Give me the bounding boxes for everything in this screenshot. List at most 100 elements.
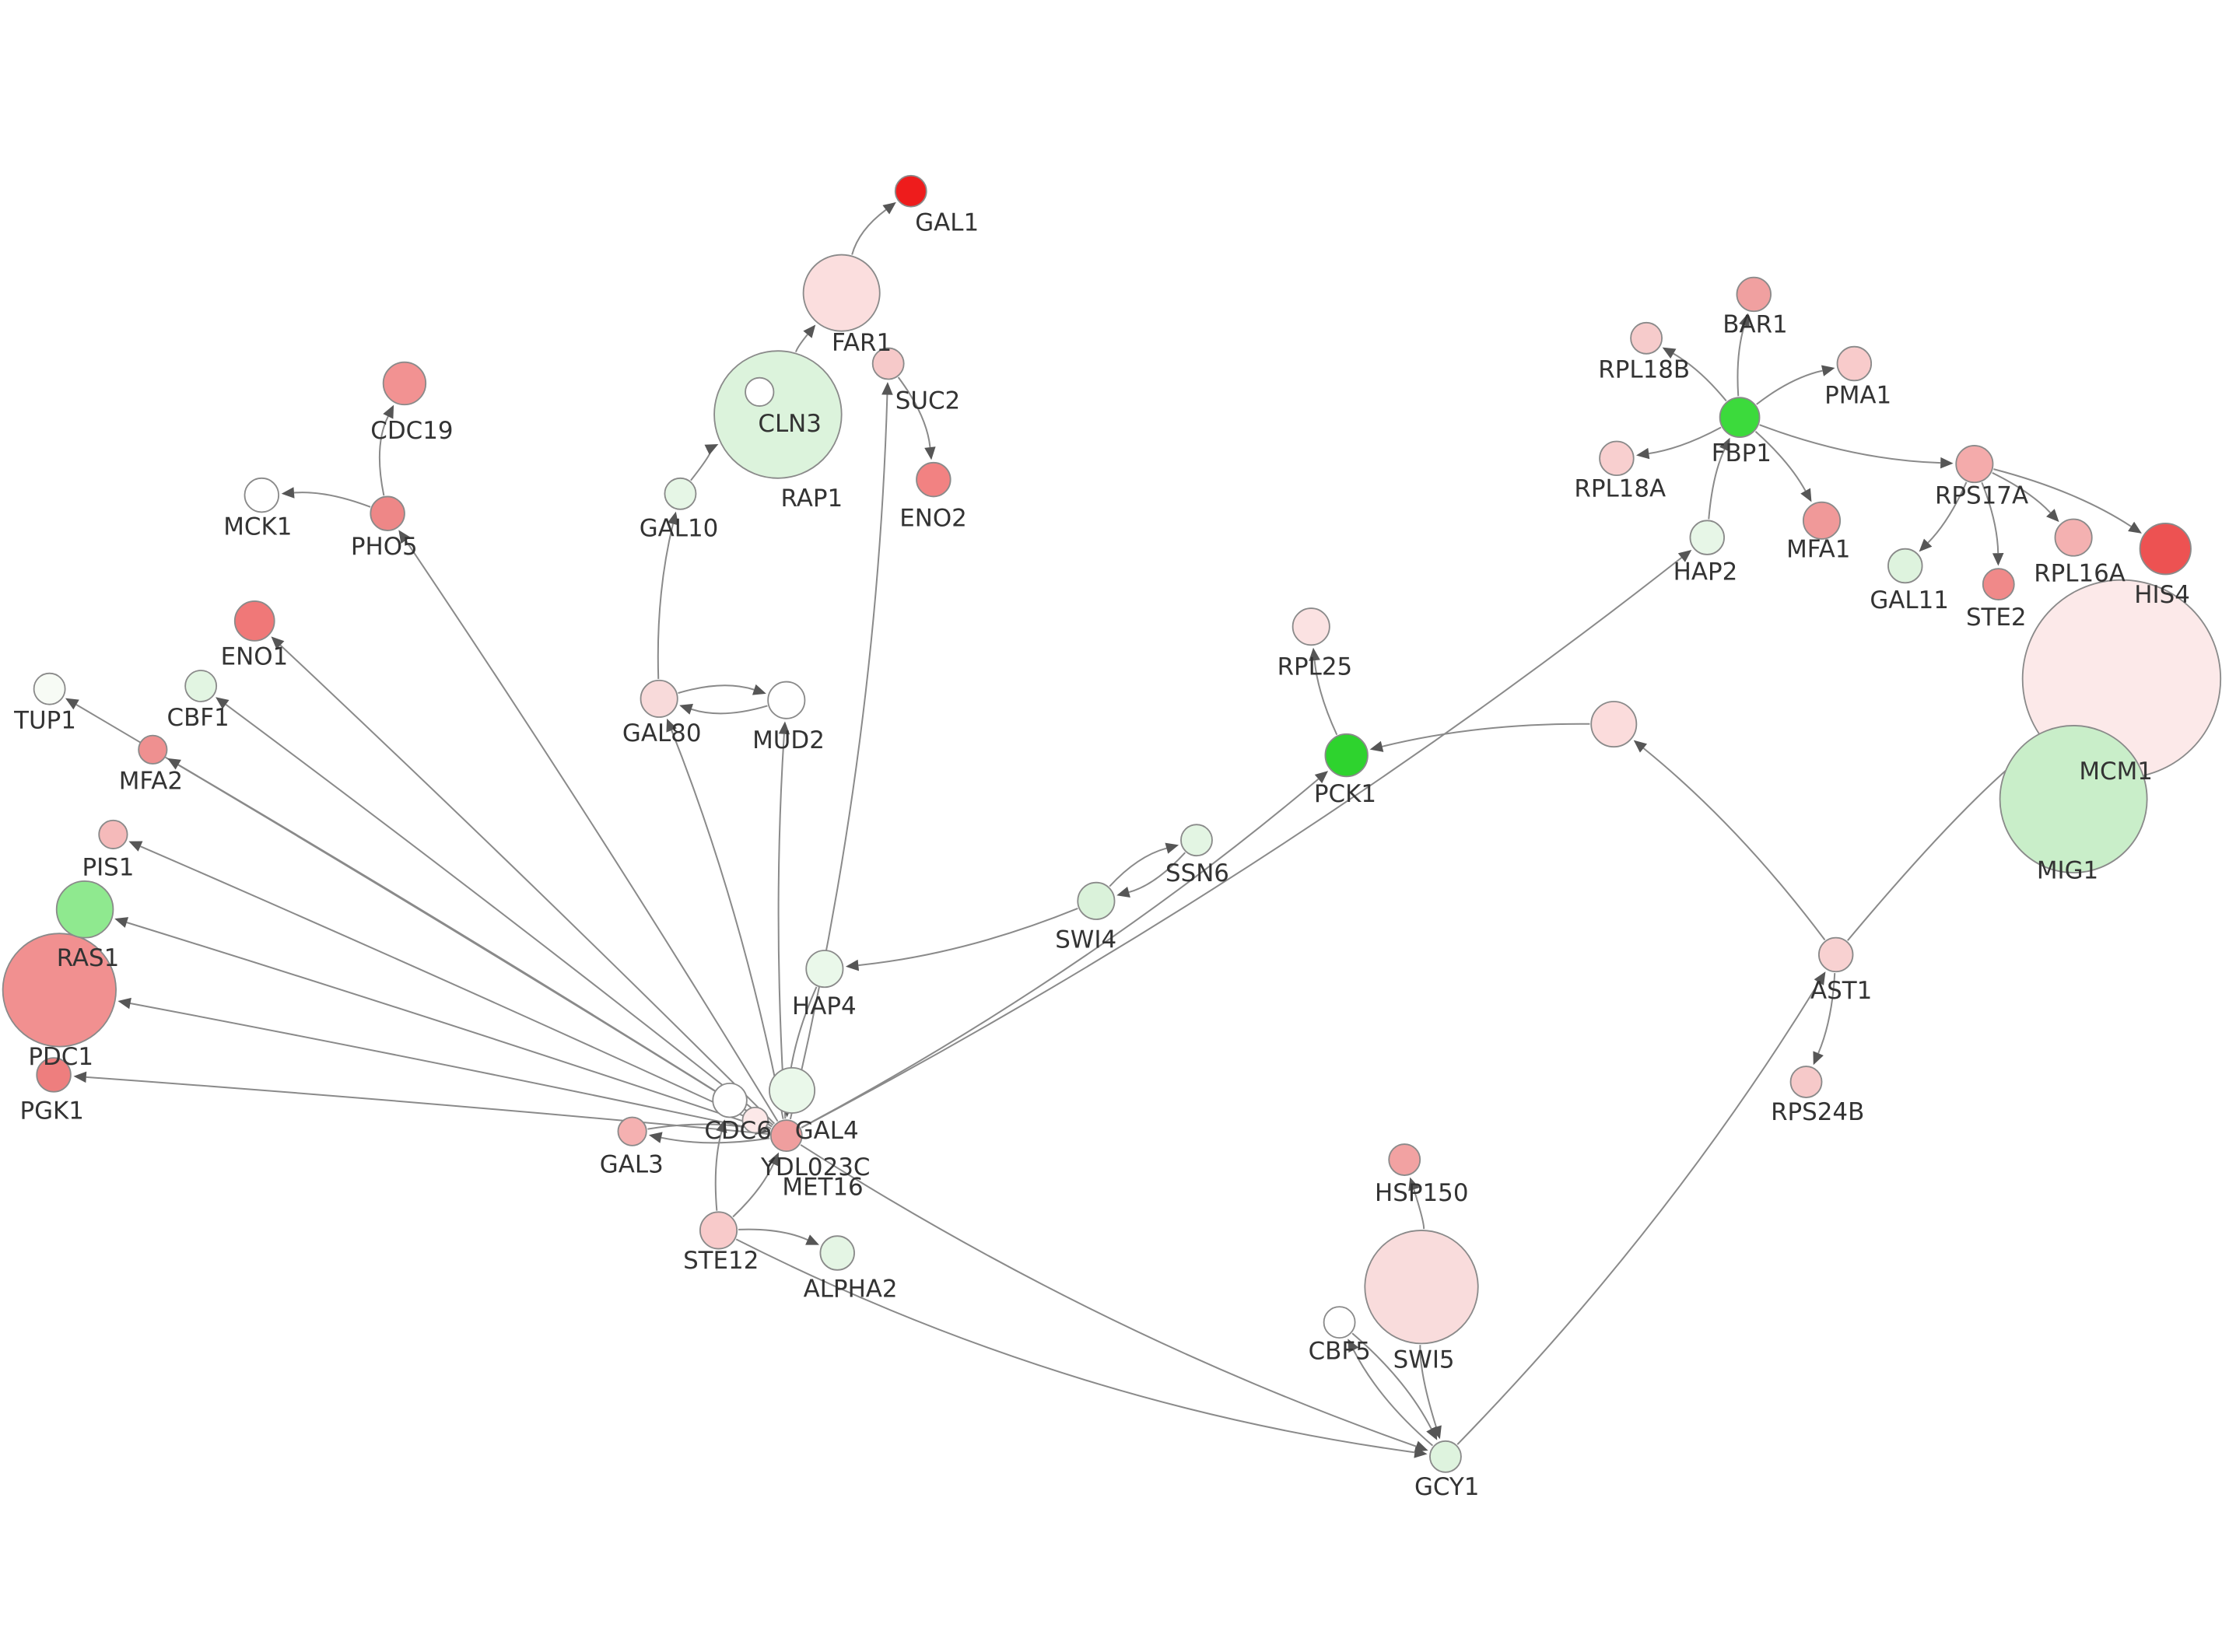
node-GAL1[interactable] [894, 174, 927, 208]
edge-FAR1-GAL1[interactable] [851, 208, 887, 255]
edge-GAL4-MFA2[interactable] [177, 764, 773, 1128]
edge-GAL4-HAP2[interactable] [801, 557, 1682, 1129]
node-RPL16A[interactable] [2054, 518, 2093, 557]
edge-GAL4-PDC1[interactable] [130, 1002, 770, 1133]
node-RPL18A[interactable] [1599, 440, 1635, 477]
edge-GAL4-PIS1[interactable] [140, 845, 772, 1129]
node-PHO5[interactable] [370, 495, 405, 531]
edge-RPS17A-HIS4[interactable] [1993, 468, 2132, 527]
edge-GAL4-GAL80[interactable] [671, 730, 784, 1119]
node-GAL3[interactable] [617, 1116, 647, 1146]
edge-STE12-ALPHA2[interactable] [738, 1228, 808, 1241]
node-SUC2[interactable] [871, 347, 905, 380]
node-GAL10[interactable] [664, 477, 697, 510]
edge-UNL1-PCK1[interactable] [1382, 723, 1590, 747]
node-SSN6[interactable] [1180, 824, 1213, 857]
node-GAL4[interactable] [769, 1119, 803, 1153]
edge-SWI5-GCY1[interactable] [1419, 1345, 1437, 1427]
edge-CLN3-FAR1[interactable] [794, 334, 808, 352]
node-HAP4[interactable] [805, 950, 844, 989]
edge-GAL4-PGK1[interactable] [86, 1076, 770, 1136]
edge-SSN6-SWI4[interactable] [1128, 852, 1186, 894]
edge-SWI5-HSP150[interactable] [1413, 1188, 1425, 1230]
node-RAS1[interactable] [55, 880, 114, 939]
node-CLN3[interactable] [713, 350, 843, 479]
edge-FBP1-BAR1[interactable] [1737, 325, 1746, 397]
node-BAR1[interactable] [1736, 276, 1772, 313]
node-HIS4[interactable] [2139, 523, 2192, 576]
node-RAP1[interactable] [745, 376, 775, 407]
edge-GAL10-CLN3[interactable] [690, 448, 712, 481]
node-PCK1[interactable] [1324, 733, 1369, 778]
edge-AST1-RPS24B[interactable] [1817, 973, 1836, 1054]
node-CBF1[interactable] [184, 670, 218, 702]
node-STE2[interactable] [1982, 568, 2015, 601]
node-FAR1[interactable] [802, 254, 881, 332]
node-HAP2[interactable] [1689, 520, 1725, 555]
node-GAL11[interactable] [1887, 548, 1923, 584]
edge-SWI4-SSN6[interactable] [1109, 847, 1167, 887]
edge-GAL4-ENO1[interactable] [279, 644, 776, 1125]
node-YDL023C[interactable] [769, 1066, 816, 1114]
node-ENO1[interactable] [233, 600, 275, 642]
edge-CBF5-GCY1[interactable] [1351, 1332, 1432, 1430]
node-SWI4[interactable] [1077, 881, 1116, 920]
edge-GCY1-CBF5[interactable] [1352, 1349, 1434, 1447]
node-RPL18B[interactable] [1630, 321, 1663, 355]
edge-SWI4-HAP4[interactable] [858, 908, 1078, 967]
edge-AST1-UNL1[interactable] [1642, 747, 1826, 941]
edge-HAP2-FBP1[interactable] [1708, 449, 1726, 520]
edge-FBP1-RPL18A[interactable] [1649, 426, 1722, 455]
node-RPL25[interactable] [1291, 607, 1330, 646]
node-MUD2[interactable] [767, 681, 806, 719]
node-GCY1[interactable] [1429, 1440, 1462, 1473]
node-HSP150[interactable] [1388, 1143, 1421, 1176]
node-MIG1[interactable] [1999, 725, 2148, 873]
edge-GCY1-AST1[interactable] [1456, 982, 1820, 1445]
node-AST1[interactable] [1817, 936, 1854, 973]
edge-GAL4-RAS1[interactable] [126, 922, 771, 1132]
node-RPS24B[interactable] [1789, 1066, 1823, 1098]
edge-GAL4-GAL3[interactable] [661, 1136, 770, 1144]
edge-FBP1-PMA1[interactable] [1756, 369, 1823, 405]
edge-STE12-MET16[interactable] [714, 1131, 723, 1211]
node-TUP1[interactable] [33, 672, 66, 705]
node-FBP1[interactable] [1719, 397, 1761, 438]
edge-MUD2-GAL80[interactable] [691, 705, 768, 715]
node-ALPHA2[interactable] [819, 1235, 855, 1271]
node-MCK1[interactable] [244, 477, 280, 513]
edge-STE12-GAL4[interactable] [732, 1164, 774, 1218]
node-PMA1[interactable] [1836, 345, 1873, 382]
edge-GAL4-PCK1[interactable] [801, 778, 1320, 1129]
edge-GAL4-PHO5[interactable] [405, 540, 779, 1122]
node-RPS17A[interactable] [1955, 445, 1994, 484]
node-MFA1[interactable] [1802, 501, 1842, 540]
edge-GAL4-CBF1[interactable] [225, 704, 774, 1126]
edge-RPS17A-STE2[interactable] [1981, 481, 1999, 554]
node-SWI5[interactable] [1364, 1230, 1479, 1345]
node-PIS1[interactable] [98, 819, 128, 849]
node-PGK1[interactable] [36, 1057, 72, 1093]
node-MET16[interactable] [712, 1082, 748, 1118]
node-CDC6[interactable] [741, 1106, 769, 1134]
node-MFA2[interactable] [138, 734, 168, 765]
node-UNL1[interactable] [1590, 701, 1638, 748]
edge-GAL80-MUD2[interactable] [678, 684, 755, 695]
node-ENO2[interactable] [916, 461, 952, 498]
edge-SUC2-ENO2[interactable] [897, 376, 931, 448]
edge-RPS17A-GAL11[interactable] [1927, 481, 1968, 544]
node-PDC1[interactable] [2, 933, 117, 1048]
edge-PHO5-CDC19[interactable] [378, 415, 389, 496]
node-STE12[interactable] [699, 1211, 738, 1250]
node-GAL80[interactable] [640, 679, 678, 718]
edge-RPS17A-RPL16A[interactable] [1992, 471, 2052, 513]
node-CBF5[interactable] [1323, 1306, 1356, 1339]
node-CDC19[interactable] [382, 361, 427, 406]
edge-PCK1-RPL25[interactable] [1313, 660, 1338, 736]
edge-GAL4-GCY1[interactable] [800, 1144, 1417, 1447]
edge-STE12-GCY1[interactable] [735, 1238, 1415, 1454]
edge-GAL80-GAL10[interactable] [657, 523, 674, 679]
edge-FBP1-RPL18B[interactable] [1673, 352, 1727, 402]
edge-GAL4-SUC2[interactable] [789, 394, 888, 1120]
